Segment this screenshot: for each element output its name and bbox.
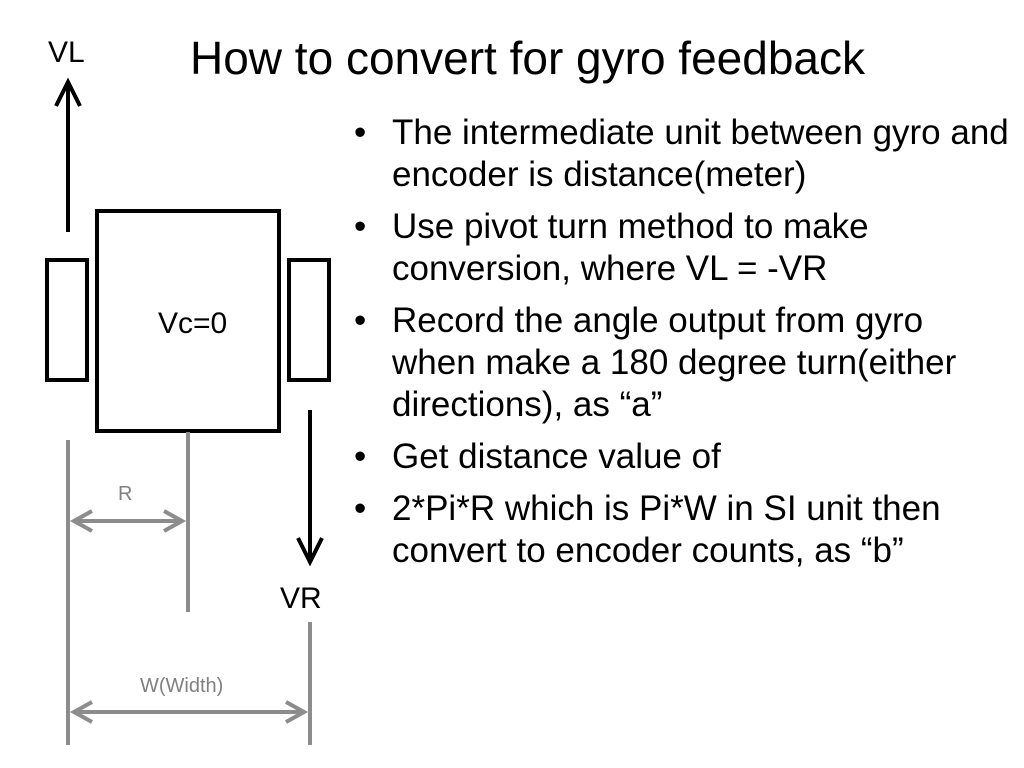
- dimension-lines: [66, 432, 312, 745]
- r-dimension-arrow: [69, 509, 187, 533]
- vl-label: VL: [48, 36, 85, 69]
- robot-pivot-diagram: VL Vc=0 VR R W(Width): [45, 36, 331, 745]
- bullet-item: • 2*Pi*R which is Pi*W in SI unit then c…: [350, 488, 1010, 572]
- vl-arrow: [54, 77, 82, 232]
- bullet-text: Get distance value of: [392, 437, 721, 476]
- bullet-dot: •: [354, 489, 367, 528]
- vc-label: Vc=0: [158, 307, 227, 340]
- bullet-text: 2*Pi*R which is Pi*W in SI unit then con…: [392, 489, 941, 570]
- robot-body: [95, 209, 281, 433]
- bullet-dot: •: [354, 113, 367, 152]
- r-label: R: [118, 483, 132, 505]
- bullet-dot: •: [354, 301, 367, 340]
- vr-arrow: [296, 410, 324, 567]
- bullet-dot: •: [354, 437, 367, 476]
- slide-title: How to convert for gyro feedback: [190, 32, 865, 84]
- bullet-text: The intermediate unit between gyro and e…: [392, 113, 1009, 194]
- bullet-text: Use pivot turn method to make conversion…: [392, 207, 869, 288]
- bullet-list: • The intermediate unit between gyro and…: [350, 112, 1010, 582]
- bullet-item: • Get distance value of: [350, 436, 1010, 478]
- width-label: W(Width): [140, 675, 223, 697]
- bullet-item: • The intermediate unit between gyro and…: [350, 112, 1010, 196]
- bullet-item: • Record the angle output from gyro when…: [350, 300, 1010, 426]
- bullet-dot: •: [354, 207, 367, 246]
- bullet-text: Record the angle output from gyro when m…: [392, 301, 957, 424]
- left-wheel: [45, 258, 89, 382]
- vr-label: VR: [280, 582, 322, 615]
- bullet-item: • Use pivot turn method to make conversi…: [350, 206, 1010, 290]
- width-dimension-arrow: [69, 700, 309, 724]
- right-wheel: [287, 258, 331, 382]
